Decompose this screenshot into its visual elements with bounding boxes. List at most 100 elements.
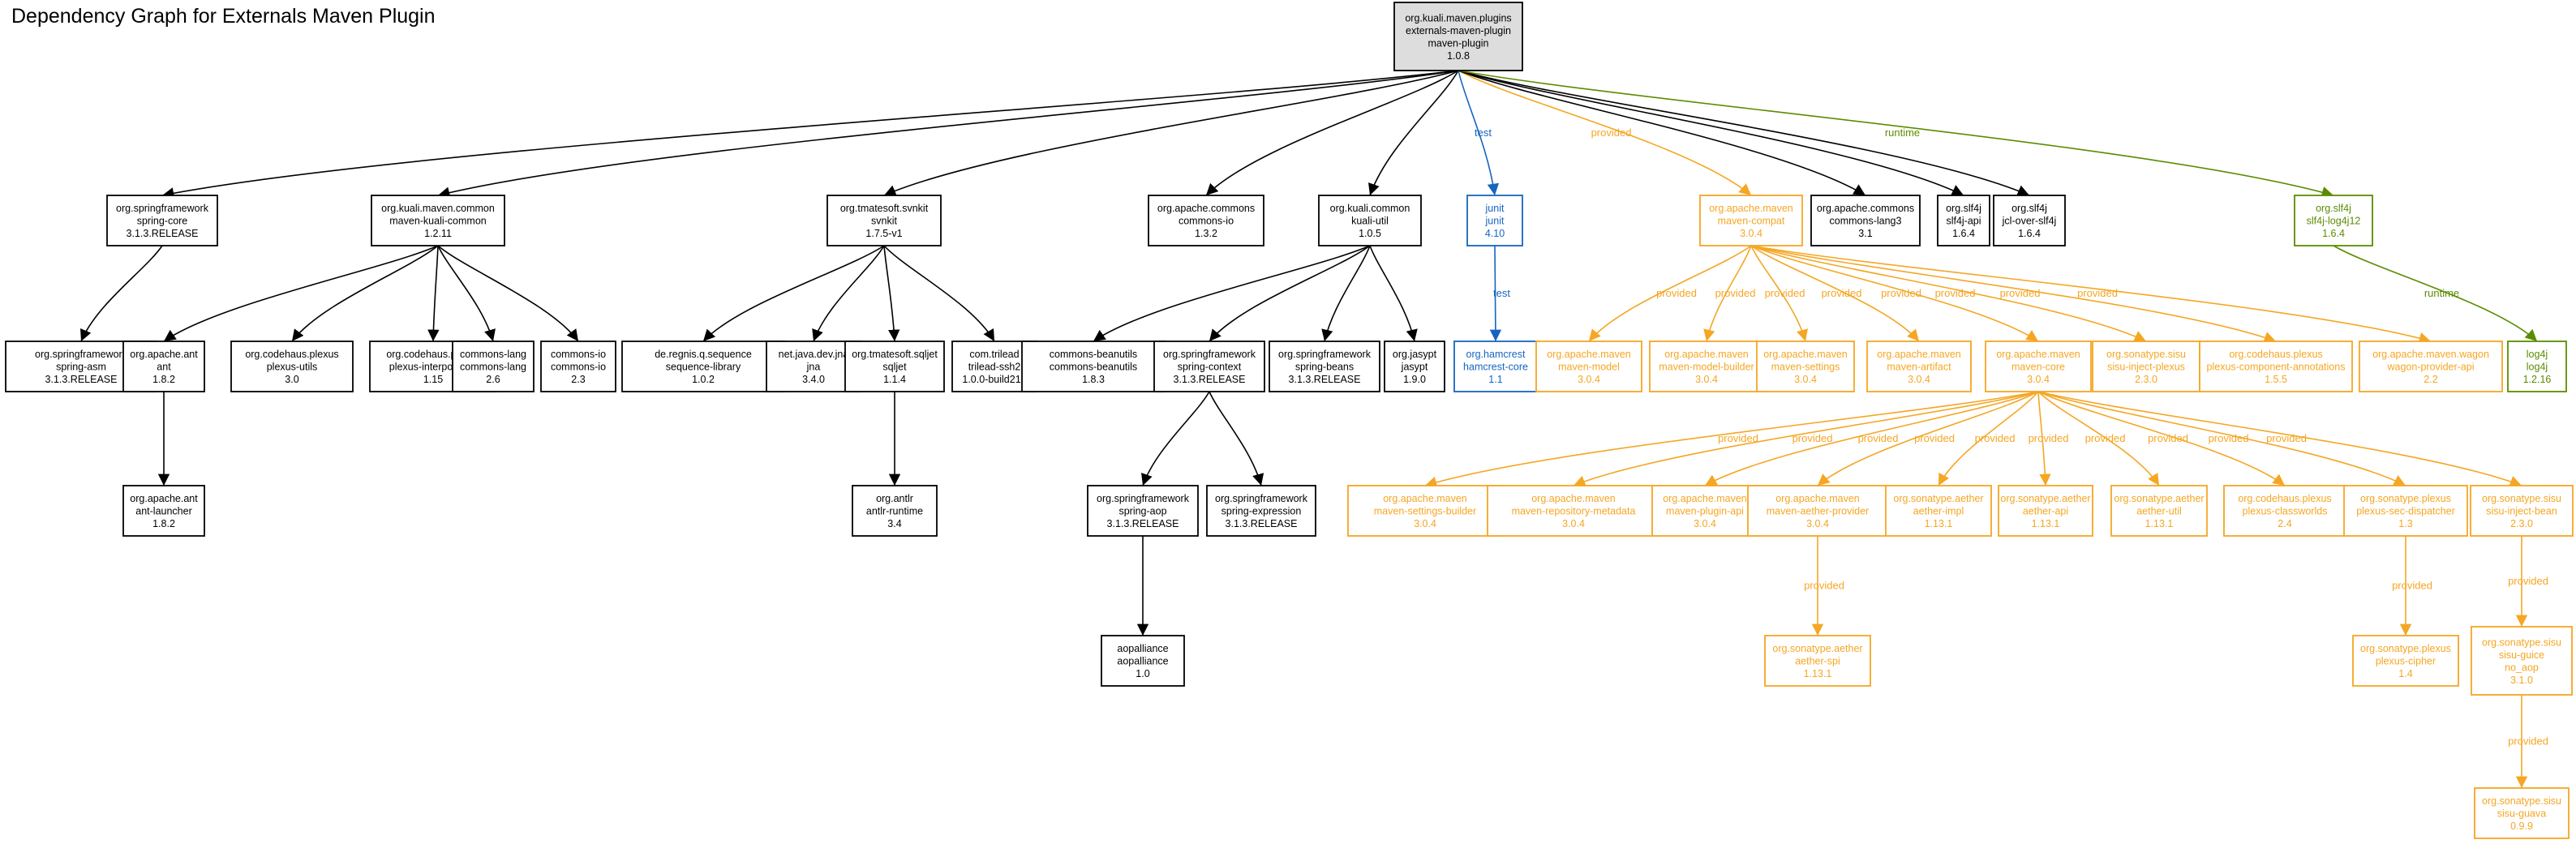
node-label-line: 3.0.4 bbox=[1806, 518, 1829, 529]
node-label-line: 1.6.4 bbox=[1952, 228, 1975, 239]
node-label-line: svnkit bbox=[871, 216, 897, 227]
node-label-line: kuali-util bbox=[1351, 216, 1389, 227]
node-label-line: 1.0.2 bbox=[692, 374, 715, 385]
node-label-line: org.codehaus.plexus bbox=[2238, 493, 2331, 504]
node-label-line: 1.8.2 bbox=[152, 518, 175, 529]
node-box bbox=[826, 195, 942, 246]
node-label-line: 3.1.3.RELEASE bbox=[1174, 374, 1246, 385]
edge-label: provided bbox=[2508, 735, 2548, 748]
node-label-line: org.antlr bbox=[876, 493, 913, 504]
edge-maven-core-to-plexus-sec-dispatcher: provided bbox=[2037, 391, 2406, 486]
node-label-line: org.sonatype.sisu bbox=[2106, 349, 2186, 360]
edge-svnkit-to-trilead bbox=[883, 245, 995, 342]
node-label-line: org.springframework bbox=[35, 349, 128, 360]
edge-spring-core-to-spring-asm bbox=[80, 245, 163, 342]
node-label-line: sqljet bbox=[882, 362, 907, 373]
node-label-line: 1.13.1 bbox=[1804, 668, 1832, 679]
node-box bbox=[1318, 195, 1422, 246]
node-label-line: sisu-inject-plexus bbox=[2107, 362, 2185, 373]
node-label-line: commons-io bbox=[551, 349, 606, 360]
node-label-line: net.java.dev.jna bbox=[779, 349, 849, 360]
node-label-line: aether-impl bbox=[1913, 506, 1964, 517]
node-label-line: org.slf4j bbox=[2011, 203, 2047, 214]
edge-label: provided bbox=[2148, 432, 2188, 444]
node-label-line: aether-spi bbox=[1795, 656, 1840, 667]
node-label-line: wagon-provider-api bbox=[2386, 362, 2474, 373]
node-label-line: plexus-cipher bbox=[2376, 656, 2436, 667]
node-label-line: 3.1.3.RELEASE bbox=[1289, 374, 1361, 385]
node-label-line: org.slf4j bbox=[1946, 203, 1981, 214]
node-label-line: slf4j-api bbox=[1946, 216, 1981, 227]
node-box bbox=[1535, 341, 1642, 392]
edge-line bbox=[1458, 70, 1964, 196]
node-label-line: 3.0.4 bbox=[1562, 518, 1585, 529]
node-label-line: jasypt bbox=[1401, 362, 1428, 373]
node-box bbox=[2223, 485, 2346, 537]
node-label-line: org.tmatesoft.sqljet bbox=[852, 349, 938, 360]
node-label-line: org.apache.commons bbox=[1817, 203, 1914, 214]
edge-maven-core-to-maven-repository-metadata: provided bbox=[1573, 391, 2039, 487]
edge-kuali-util-to-commons-beanutils bbox=[1093, 245, 1371, 342]
edge-line bbox=[1573, 391, 2039, 487]
edge-line bbox=[1489, 245, 1502, 342]
node-label-line: org.springframework bbox=[1163, 349, 1256, 360]
node-label-line: 1.13.1 bbox=[2032, 518, 2060, 529]
node-label-line: 3.1.3.RELEASE bbox=[1107, 518, 1179, 529]
node-label-line: org.sonatype.plexus bbox=[2360, 493, 2451, 504]
node-label-line: 1.0.8 bbox=[1447, 50, 1470, 62]
node-label-line: org.apache.maven.wagon bbox=[2372, 349, 2489, 360]
node-label-line: org.sonatype.aether bbox=[2114, 493, 2204, 504]
edge-label: provided bbox=[1822, 287, 1862, 299]
edge-line bbox=[883, 70, 1459, 196]
node-label-line: org.sonatype.aether bbox=[1893, 493, 1983, 504]
node-label-line: maven-settings bbox=[1771, 362, 1840, 373]
node-label-line: org.apache.maven bbox=[1664, 349, 1749, 360]
edge-label: provided bbox=[2508, 575, 2548, 587]
node-label-line: 1.4 bbox=[2398, 668, 2412, 679]
edge-line bbox=[2037, 391, 2051, 486]
node-label-line: org.sonatype.sisu bbox=[2482, 795, 2561, 807]
edge-root-to-maven-kuali-common bbox=[437, 70, 1459, 199]
node-label-line: org.apache.maven bbox=[1547, 349, 1631, 360]
edge-svnkit-to-sequence-library bbox=[702, 245, 885, 342]
node-label-line: org.springframework bbox=[116, 203, 209, 214]
node-label-line: 3.4.0 bbox=[802, 374, 825, 385]
edge-label: provided bbox=[2392, 580, 2432, 592]
edge-label: provided bbox=[1591, 126, 1632, 139]
node-label-line: ant-launcher bbox=[135, 506, 192, 517]
node-label-line: maven-model bbox=[1558, 362, 1620, 373]
node-box bbox=[1384, 341, 1445, 392]
edge-maven-core-to-maven-aether-provider: provided bbox=[1817, 391, 2039, 486]
edge-maven-compat-to-maven-model: provided bbox=[1588, 245, 1752, 342]
edge-line bbox=[1424, 391, 2039, 488]
node-label-line: org.sonatype.sisu bbox=[2482, 636, 2561, 648]
edge-line bbox=[437, 245, 579, 342]
edge-line bbox=[1588, 245, 1752, 342]
node-box bbox=[371, 195, 505, 246]
node-box bbox=[1651, 485, 1758, 537]
edge-label: provided bbox=[1804, 580, 1844, 592]
node-sequence-library: de.regnis.q.sequencesequence-library1.0.… bbox=[621, 341, 785, 392]
node-label-line: 3.1.3.RELEASE bbox=[1226, 518, 1298, 529]
edge-line bbox=[1458, 70, 1866, 196]
node-box bbox=[2110, 485, 2208, 537]
node-box bbox=[1466, 195, 1523, 246]
edge-maven-core-to-plexus-classworlds: provided bbox=[2037, 391, 2286, 486]
node-label-line: org.sonatype.plexus bbox=[2360, 643, 2451, 654]
edge-line bbox=[1209, 391, 1264, 486]
